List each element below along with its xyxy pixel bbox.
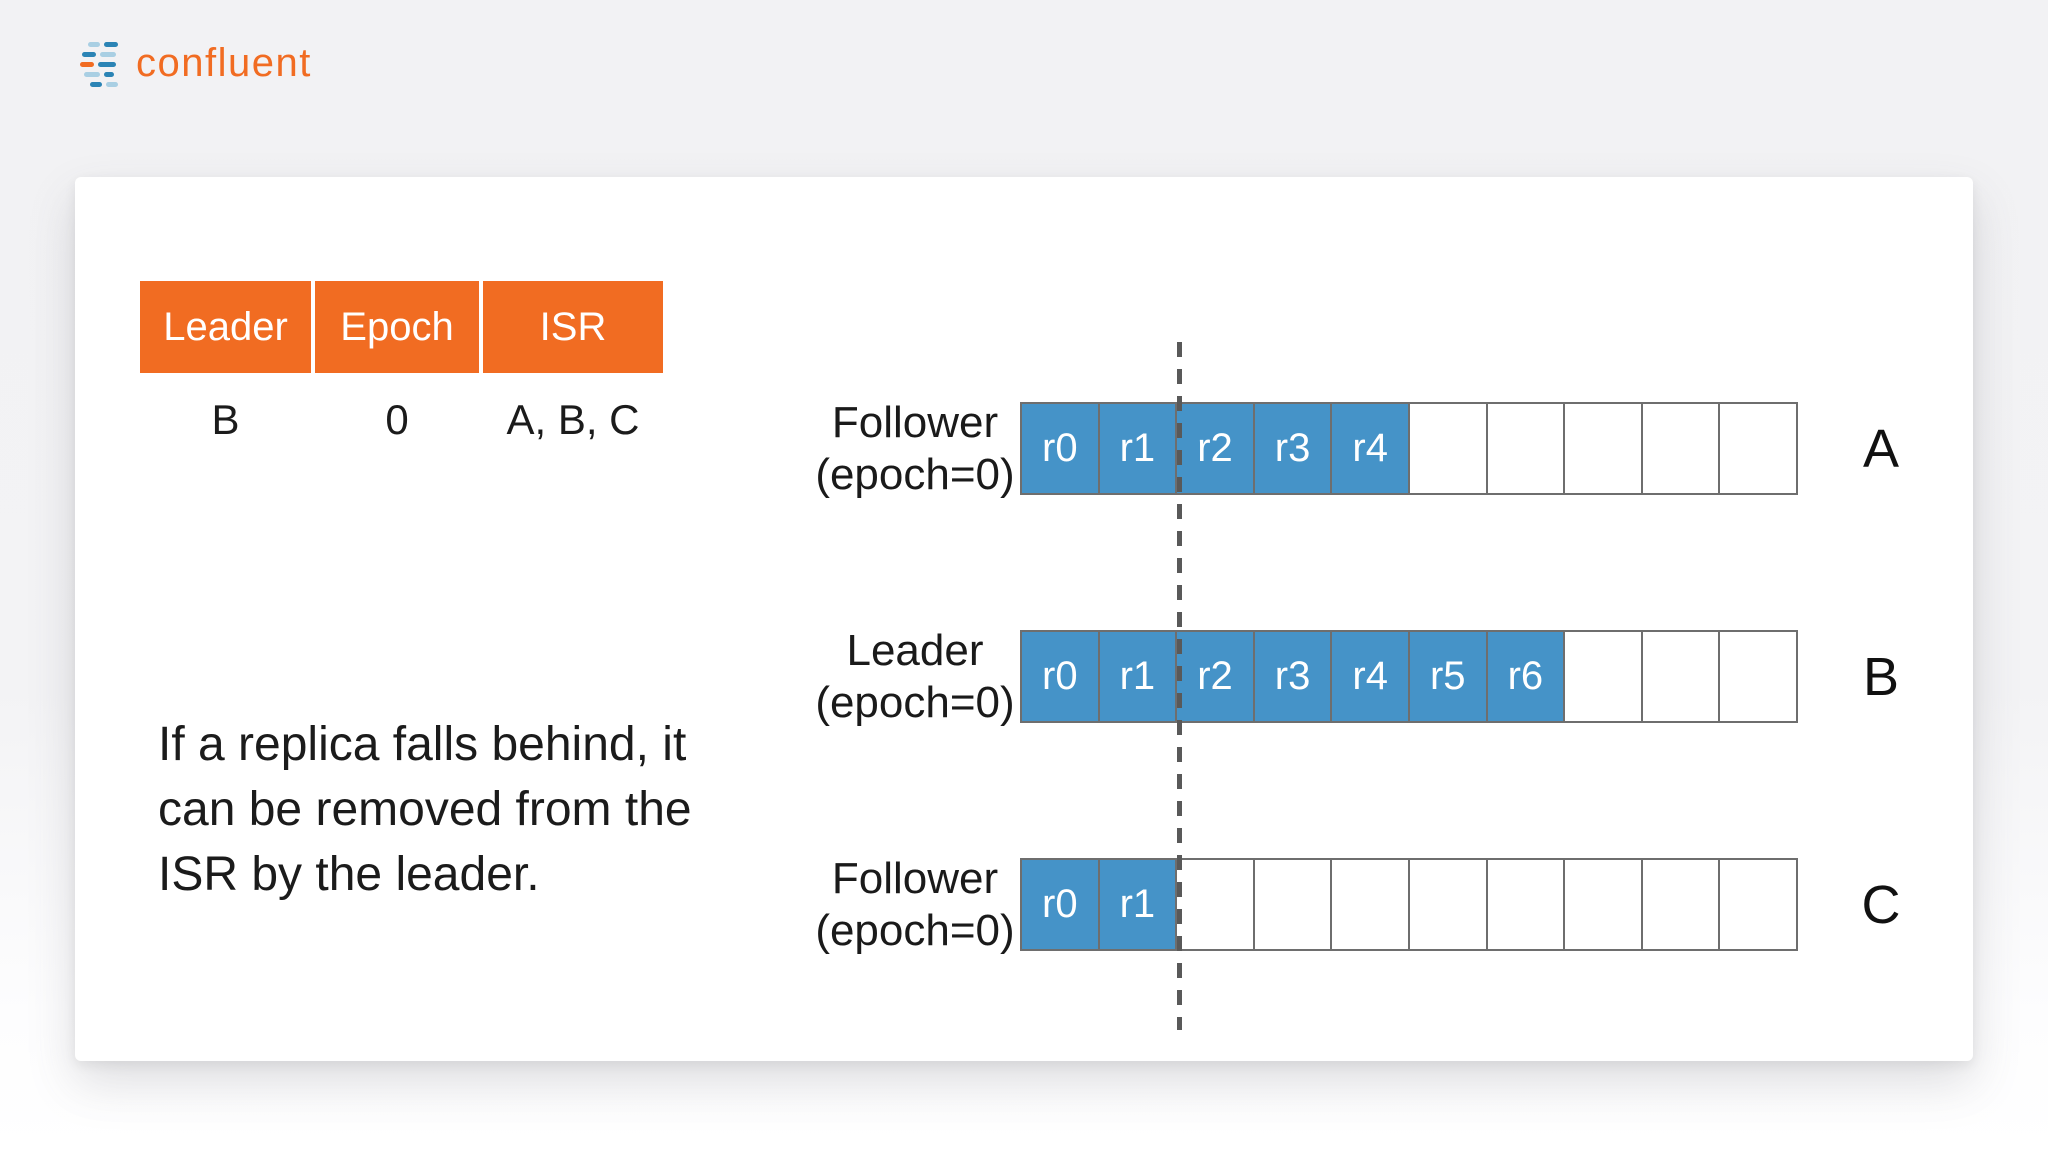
record-cell: r5 xyxy=(1407,630,1488,723)
empty-cell xyxy=(1485,858,1566,951)
record-cell: r2 xyxy=(1175,630,1255,723)
record-cell: r0 xyxy=(1020,630,1100,723)
empty-cell xyxy=(1407,402,1488,495)
empty-cell xyxy=(1718,630,1798,723)
table-header-epoch: Epoch xyxy=(315,281,479,373)
empty-cell xyxy=(1718,858,1798,951)
table-header-leader: Leader xyxy=(140,281,311,373)
record-cell: r1 xyxy=(1097,630,1178,723)
role-text: Leader xyxy=(846,625,984,675)
caption-line: ISR by the leader. xyxy=(158,848,540,901)
confluent-logo: confluent xyxy=(80,36,312,90)
empty-cell xyxy=(1718,402,1798,495)
empty-cell xyxy=(1407,858,1488,951)
role-text: Follower xyxy=(831,397,999,447)
caption-line: can be removed from the xyxy=(158,783,692,836)
broker-letter: B xyxy=(1862,646,1900,707)
empty-cell xyxy=(1252,858,1333,951)
table-header-row: Leader Epoch ISR xyxy=(140,281,667,373)
record-cell: r0 xyxy=(1020,858,1100,951)
record-cell: r3 xyxy=(1252,630,1333,723)
record-cell: r4 xyxy=(1330,402,1410,495)
empty-cell xyxy=(1330,858,1410,951)
epoch-text: (epoch=0) xyxy=(815,449,1015,499)
record-cell: r0 xyxy=(1020,402,1100,495)
epoch-text: (epoch=0) xyxy=(815,905,1015,955)
confluent-logo-text: confluent xyxy=(136,40,312,85)
table-value-isr: A, B, C xyxy=(506,396,640,443)
empty-cell xyxy=(1563,402,1643,495)
confluent-logo-mark-icon xyxy=(80,40,126,90)
empty-cell xyxy=(1640,402,1721,495)
caption-line: If a replica falls behind, it xyxy=(158,718,687,771)
record-cell: r4 xyxy=(1330,630,1410,723)
replica-role-label: Follower(epoch=0) xyxy=(775,853,1055,957)
record-cell: r1 xyxy=(1097,858,1178,951)
table-value-leader: B xyxy=(211,396,240,443)
caption-text: If a replica falls behind, it can be rem… xyxy=(158,712,798,907)
dashed-divider-line xyxy=(1177,342,1182,1030)
table-value-row: B 0 A, B, C xyxy=(140,377,667,463)
empty-cell xyxy=(1563,858,1643,951)
leader-epoch-isr-table: Leader Epoch ISR B 0 A, B, C xyxy=(140,281,667,463)
broker-letter: A xyxy=(1862,418,1900,479)
empty-cell xyxy=(1175,858,1255,951)
broker-letter: C xyxy=(1861,874,1901,935)
record-cell: r1 xyxy=(1097,402,1178,495)
record-cell: r6 xyxy=(1485,630,1566,723)
empty-cell xyxy=(1640,630,1721,723)
table-value-epoch: 0 xyxy=(385,396,409,443)
table-header-isr: ISR xyxy=(483,281,663,373)
empty-cell xyxy=(1640,858,1721,951)
empty-cell xyxy=(1485,402,1566,495)
role-text: Follower xyxy=(831,853,999,903)
replica-role-label: Follower(epoch=0) xyxy=(775,397,1055,501)
replica-role-label: Leader(epoch=0) xyxy=(775,625,1055,729)
record-cell: r2 xyxy=(1175,402,1255,495)
epoch-text: (epoch=0) xyxy=(815,677,1015,727)
empty-cell xyxy=(1563,630,1643,723)
record-cell: r3 xyxy=(1252,402,1333,495)
